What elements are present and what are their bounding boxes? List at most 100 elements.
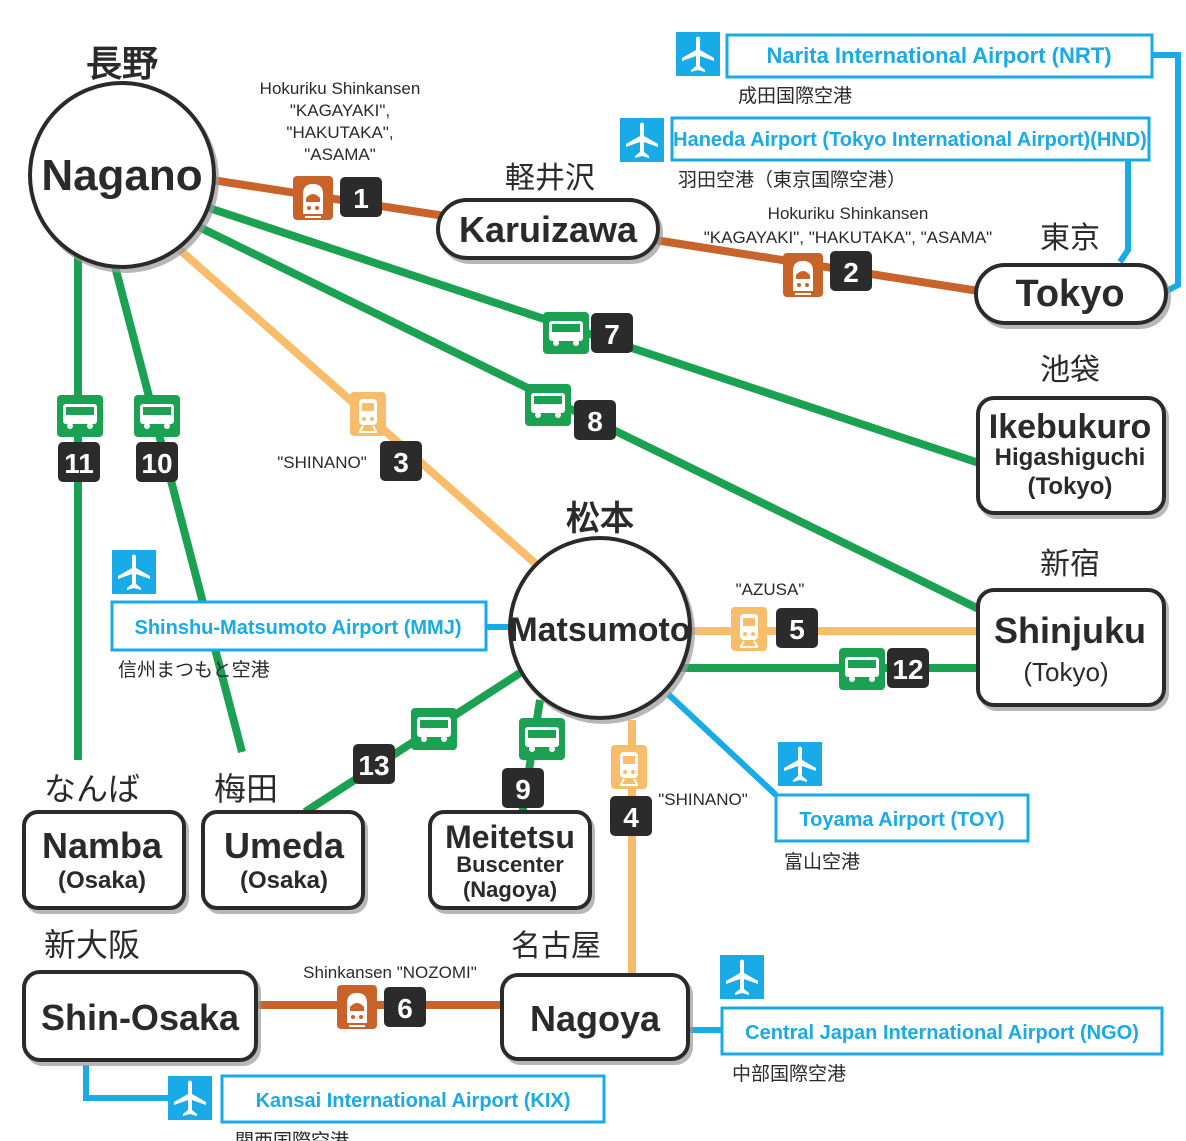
airport-mmj[interactable]: Shinshu-Matsumoto Airport (MMJ) — [110, 600, 488, 652]
station-namba-sub1: (Osaka) — [58, 867, 146, 894]
route-3-number: 3 — [393, 447, 409, 478]
station-shinjuku-name: Shinjuku — [994, 610, 1146, 651]
bus-icon — [519, 718, 565, 760]
route-2[interactable]: 2 — [782, 251, 872, 298]
station-matsumoto-jp: 松本 — [566, 499, 634, 539]
station-namba-name: Namba — [42, 825, 163, 866]
station-matsumoto[interactable]: Matsumoto — [508, 536, 692, 720]
airport-kix[interactable]: Kansai International Airport (KIX) — [220, 1074, 606, 1124]
route-12[interactable]: 12 — [839, 648, 929, 690]
route-11[interactable]: 11 — [57, 395, 103, 482]
route-4[interactable]: 4 — [610, 744, 652, 836]
route-12-number: 12 — [892, 654, 923, 685]
station-tokyo[interactable]: Tokyo — [974, 263, 1168, 325]
station-karuizawa-name: Karuizawa — [459, 209, 638, 250]
route-6-number: 6 — [397, 993, 413, 1024]
airport-toyama-name: Toyama Airport (TOY) — [799, 809, 1004, 831]
station-nagano-name: Nagano — [41, 151, 202, 200]
shinkansen-train-icon — [292, 175, 334, 221]
route-2-label-2: "KAGAYAKI", "HAKUTAKA", "ASAMA" — [704, 228, 992, 247]
airport-ngo-name: Central Japan International Airport (NGO… — [745, 1022, 1139, 1044]
route-1-label-4: "ASAMA" — [304, 145, 376, 164]
airport-ngo-jp: 中部国際空港 — [732, 1063, 846, 1085]
route-1-number: 1 — [353, 183, 369, 214]
bus-icon — [839, 648, 885, 690]
station-ikebukuro-sub1: Higashiguchi — [995, 444, 1146, 471]
airport-kix-name: Kansai International Airport (KIX) — [256, 1090, 571, 1112]
station-ikebukuro-jp: 池袋 — [1040, 353, 1100, 388]
plane-icon — [168, 1076, 212, 1120]
station-namba[interactable]: Namba (Osaka) — [22, 810, 186, 910]
station-shin-osaka[interactable]: Shin-Osaka — [22, 970, 258, 1062]
route-1-label-1: Hokuriku Shinkansen — [260, 79, 421, 98]
airport-narita-jp: 成田国際空港 — [738, 85, 852, 107]
station-nagano[interactable]: Nagano — [28, 81, 216, 269]
station-ikebukuro[interactable]: Ikebukuro Higashiguchi (Tokyo) — [976, 396, 1166, 515]
station-shin-osaka-jp: 新大阪 — [44, 926, 140, 964]
toyama-connector — [665, 691, 779, 798]
route-3-label-1: "SHINANO" — [277, 453, 367, 472]
haneda-connector — [1117, 160, 1131, 264]
airport-toyama[interactable]: Toyama Airport (TOY) — [774, 793, 1030, 843]
route-13-number: 13 — [358, 750, 389, 781]
station-matsumoto-name: Matsumoto — [509, 611, 690, 649]
bus-icon — [411, 708, 457, 750]
plane-icon — [112, 550, 156, 594]
station-nagoya-name: Nagoya — [530, 998, 661, 1039]
route-1[interactable]: 1 — [292, 175, 382, 221]
route-4-number: 4 — [623, 802, 639, 833]
station-tokyo-name: Tokyo — [1015, 273, 1124, 315]
station-namba-jp: なんば — [44, 770, 140, 808]
narita-connector — [1152, 52, 1181, 295]
station-nagoya-jp: 名古屋 — [511, 929, 601, 964]
station-nagoya[interactable]: Nagoya — [500, 973, 690, 1061]
airport-mmj-jp: 信州まつもと空港 — [118, 659, 270, 681]
route-1-label-3: "HAKUTAKA", — [286, 123, 393, 142]
route-13[interactable]: 13 — [353, 708, 457, 784]
airport-toyama-jp: 富山空港 — [784, 851, 860, 873]
route-4-label-1: "SHINANO" — [658, 790, 748, 809]
train-icon — [349, 391, 387, 437]
airport-narita[interactable]: Narita International Airport (NRT) — [725, 33, 1154, 79]
bus-icon — [543, 312, 589, 354]
station-meitetsu-sub2: (Nagoya) — [463, 877, 557, 902]
train-icon — [610, 744, 648, 790]
bus-icon — [57, 395, 103, 437]
airport-ngo[interactable]: Central Japan International Airport (NGO… — [720, 1006, 1164, 1056]
route-10[interactable]: 10 — [134, 395, 180, 482]
station-karuizawa[interactable]: Karuizawa — [436, 198, 660, 260]
airport-narita-name: Narita International Airport (NRT) — [766, 43, 1111, 68]
airport-lines — [83, 52, 1181, 1101]
station-umeda-sub1: (Osaka) — [240, 867, 328, 894]
route-6[interactable]: 6 — [336, 984, 426, 1030]
airport-kix-jp: 関西国際空港 — [235, 1130, 349, 1141]
airport-haneda[interactable]: Haneda Airport (Tokyo International Airp… — [670, 116, 1151, 162]
plane-icon — [720, 955, 764, 999]
shinkansen-train-icon — [336, 984, 378, 1030]
station-meitetsu[interactable]: Meitetsu Buscenter (Nagoya) — [428, 810, 592, 910]
route-11-number: 11 — [64, 448, 94, 479]
station-shinjuku-sub1: (Tokyo) — [1023, 657, 1108, 687]
route-8-number: 8 — [587, 406, 603, 437]
route-5-label-1: "AZUSA" — [736, 580, 805, 599]
route-7[interactable]: 7 — [543, 312, 633, 354]
station-shinjuku[interactable]: Shinjuku (Tokyo) — [976, 588, 1166, 707]
route-10-number: 10 — [141, 448, 172, 479]
route-9[interactable]: 9 — [502, 718, 565, 808]
station-nagano-jp: 長野 — [86, 44, 158, 85]
station-tokyo-jp: 東京 — [1040, 221, 1100, 256]
route-3[interactable]: 3 — [349, 391, 422, 481]
station-umeda[interactable]: Umeda (Osaka) — [201, 810, 365, 910]
station-umeda-name: Umeda — [224, 825, 345, 866]
route-7-number: 7 — [604, 319, 620, 350]
route-5[interactable]: 5 — [730, 606, 818, 652]
station-shinjuku-jp: 新宿 — [1040, 547, 1100, 582]
bus-icon — [134, 395, 180, 437]
station-shin-osaka-name: Shin-Osaka — [41, 997, 240, 1038]
route-8[interactable]: 8 — [525, 384, 616, 440]
route-5-number: 5 — [789, 614, 805, 645]
station-ikebukuro-name: Ikebukuro — [989, 408, 1151, 446]
train-icon — [730, 606, 768, 652]
plane-icon — [620, 118, 664, 162]
